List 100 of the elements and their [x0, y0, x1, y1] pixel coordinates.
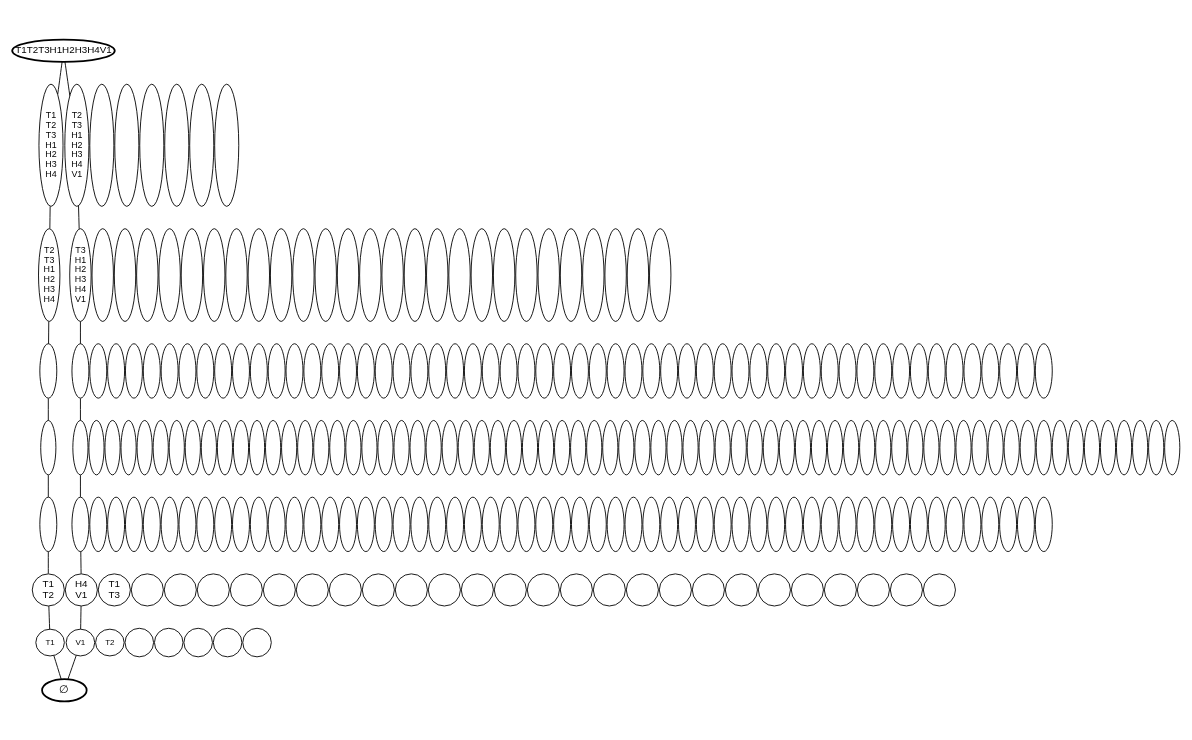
- node-ellipse: [604, 227, 627, 322]
- node-circle: T2: [95, 628, 125, 656]
- node-ellipse: [481, 342, 500, 399]
- node-ellipse: [927, 496, 946, 552]
- node-ellipse: [559, 227, 583, 322]
- node-ellipse: [88, 419, 105, 475]
- connector: [64, 60, 71, 96]
- node-ellipse: [927, 342, 946, 399]
- node-ellipse: [409, 419, 426, 475]
- node-ellipse: [281, 419, 298, 475]
- node-ellipse: [1148, 419, 1165, 475]
- node-ellipse: [232, 419, 249, 475]
- node-ellipse: [649, 227, 672, 322]
- node-circle: [130, 572, 164, 606]
- connector: [79, 474, 81, 497]
- node-ellipse: [570, 419, 587, 475]
- node-ellipse: [107, 496, 126, 552]
- node-ellipse: [473, 419, 490, 475]
- node-ellipse: [891, 419, 908, 475]
- node-ellipse: [843, 419, 860, 475]
- node-ellipse: [345, 419, 362, 475]
- node-ellipse: [403, 227, 427, 322]
- node-ellipse: [535, 496, 554, 552]
- node-circle: [124, 627, 154, 657]
- node-ellipse: [999, 496, 1018, 552]
- node-circle: [823, 572, 857, 606]
- node-ellipse: [216, 419, 233, 475]
- node-ellipse: [314, 227, 337, 322]
- node-circle: [361, 572, 395, 606]
- node-ellipse: [634, 419, 651, 475]
- node-ellipse: [481, 496, 500, 552]
- node-ellipse: [356, 496, 375, 552]
- connector: [47, 551, 49, 574]
- node-ellipse: [606, 496, 625, 552]
- node-ellipse: [963, 496, 982, 552]
- node-ellipse: [336, 227, 360, 322]
- node-ellipse: [247, 227, 270, 322]
- node-ellipse: [1035, 419, 1052, 475]
- node-ellipse: [249, 342, 268, 399]
- node-ellipse: [267, 342, 286, 399]
- node-ellipse: [981, 342, 1000, 399]
- node-ellipse: [329, 419, 346, 475]
- node-ellipse: [71, 496, 90, 552]
- node-circle: [493, 572, 527, 606]
- node-ellipse: [731, 342, 750, 399]
- node-ellipse: [945, 496, 964, 552]
- node-ellipse: [838, 496, 857, 552]
- node-ellipse: [448, 227, 471, 322]
- node-ellipse: [749, 496, 768, 552]
- node-ellipse: [856, 496, 875, 552]
- connector: [48, 605, 51, 630]
- node-ellipse: [588, 496, 607, 552]
- node-ellipse: [91, 227, 114, 322]
- node-ellipse: [785, 342, 803, 399]
- node-ellipse: [489, 419, 506, 475]
- node-circle: T1 T3: [97, 572, 131, 606]
- node-circle: [922, 572, 956, 606]
- node-ellipse: [892, 342, 910, 399]
- node-circle: [691, 572, 725, 606]
- node-ellipse: [827, 419, 844, 475]
- node-circle: H4 V1: [64, 572, 98, 606]
- node-ellipse: [39, 342, 58, 399]
- node-ellipse: [698, 419, 715, 475]
- node-ellipse: [682, 419, 699, 475]
- node-ellipse: [321, 342, 340, 399]
- node-ellipse: [945, 342, 964, 399]
- node-ellipse: [265, 419, 282, 475]
- node-ellipse: [142, 496, 161, 552]
- node-ellipse: [537, 227, 560, 322]
- node-ellipse: [1019, 419, 1036, 475]
- node-ellipse: [588, 342, 607, 399]
- node-ellipse: [535, 342, 554, 399]
- node-ellipse: [214, 496, 233, 552]
- node-ellipse: [446, 496, 464, 552]
- node-ellipse: [660, 496, 679, 552]
- node-ellipse: [89, 496, 108, 552]
- node-ellipse: T2 T3 H1 H2 H3 H4: [38, 227, 61, 322]
- node-ellipse: [89, 342, 108, 399]
- connector: [78, 205, 80, 229]
- node-ellipse: [642, 496, 661, 552]
- node-ellipse: [499, 496, 518, 552]
- node-ellipse: [1116, 419, 1133, 475]
- node-ellipse: [107, 342, 126, 399]
- node-ellipse: [554, 419, 571, 475]
- node-ellipse: T3 H1 H2 H3 H4 V1: [69, 227, 92, 322]
- connector: [47, 474, 49, 497]
- node-circle: [154, 627, 184, 657]
- node-ellipse: [214, 83, 240, 207]
- node-ellipse: [267, 496, 286, 552]
- node-ellipse: [214, 342, 233, 399]
- node-circle: [757, 572, 791, 606]
- node-ellipse: [618, 419, 635, 475]
- node-ellipse: [359, 227, 382, 322]
- node-ellipse: [303, 496, 322, 552]
- node-ellipse: [196, 342, 215, 399]
- node-ellipse: [142, 342, 161, 399]
- node-ellipse: [856, 342, 875, 399]
- node-ellipse: [785, 496, 803, 552]
- node-ellipse: [200, 419, 217, 475]
- node-ellipse: [874, 496, 893, 552]
